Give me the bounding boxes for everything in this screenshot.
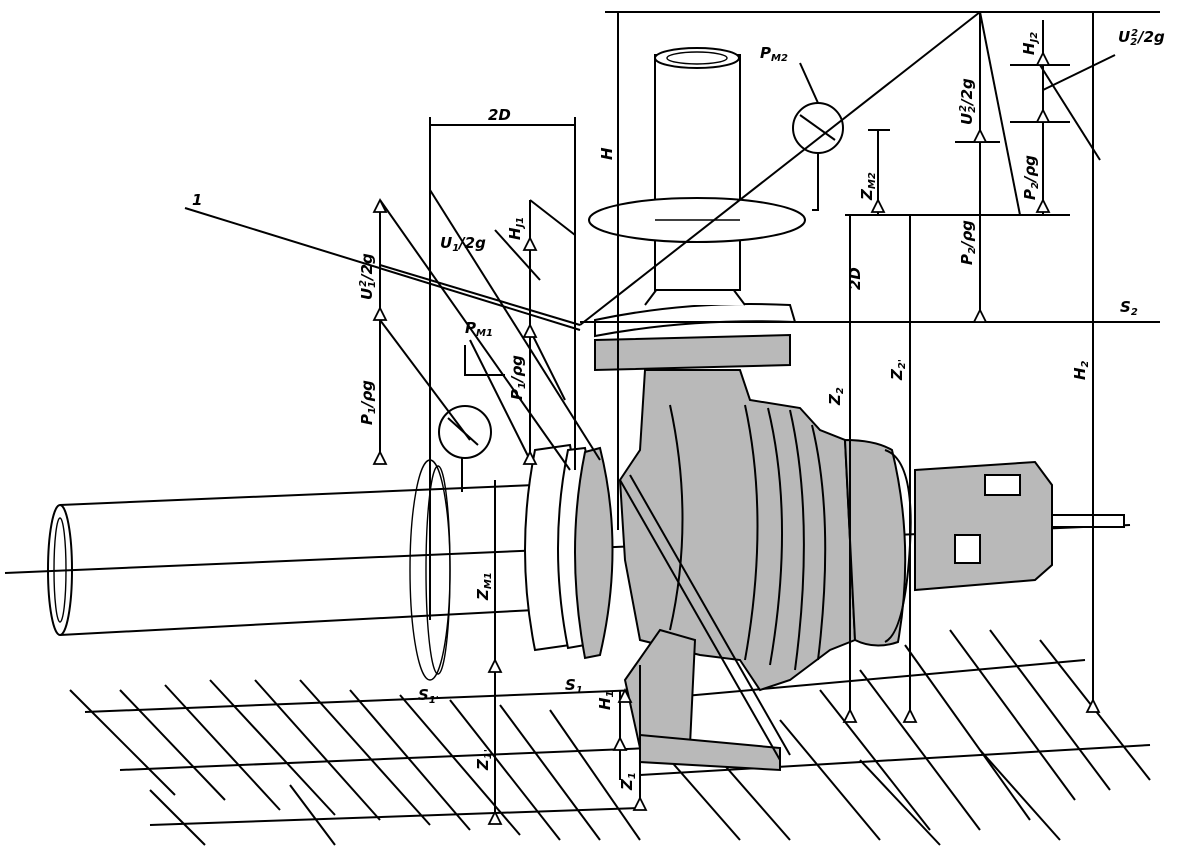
dim-2d-right-label: 2D bbox=[846, 267, 864, 290]
ref-1-label: 1 bbox=[192, 191, 202, 209]
u2-head-sq-label: U22/2g bbox=[958, 78, 978, 125]
h-j2-label: HJ2 bbox=[1020, 32, 1040, 55]
h-total-label: H bbox=[598, 147, 616, 160]
z-2-label: Z2 bbox=[826, 387, 846, 406]
floor-hatching bbox=[69, 629, 1151, 846]
pump-casing bbox=[618, 369, 912, 772]
p-m2-label: PM2 bbox=[760, 44, 788, 64]
motor bbox=[914, 460, 1125, 592]
p1-rho-g-mid-label: P1/ρg bbox=[508, 355, 528, 400]
s-2-label: S2 bbox=[1120, 298, 1138, 318]
p2-rho-g-lower-label: P2/ρg bbox=[958, 220, 978, 265]
z-1-label: Z1 bbox=[618, 772, 638, 791]
labels: 1 2D H 2D PM2 PM1 ZM2 ZM1 Z2 Z2' Z1 Z1' … bbox=[192, 28, 1165, 791]
u1-head-label: U1/2g bbox=[440, 234, 486, 254]
p2-rho-g-upper-label: P2/ρg bbox=[1021, 155, 1041, 200]
z-1-prime-label: Z1' bbox=[474, 749, 494, 771]
level-markers bbox=[372, 50, 1101, 825]
p1-rho-g-left-label: P1/ρg bbox=[358, 380, 378, 425]
z-m1-label: ZM1 bbox=[474, 572, 494, 601]
u2-head-outer-label: U22/2g bbox=[1118, 28, 1165, 48]
pressure-gauge-m1 bbox=[438, 345, 505, 492]
h-j1-label: HJ1 bbox=[506, 217, 526, 240]
dim-2d-top-label: 2D bbox=[488, 106, 511, 124]
u1-head-sq-label: U12/2g bbox=[358, 253, 378, 300]
pressure-gauge-m2 bbox=[792, 62, 844, 211]
inlet-flanges bbox=[524, 443, 614, 660]
z-2-prime-label: Z2' bbox=[888, 359, 908, 381]
outlet-pipe bbox=[588, 47, 806, 372]
s-1-prime-label: S1' bbox=[418, 686, 439, 706]
h-2-label: H2 bbox=[1071, 360, 1091, 380]
h-1-label: H1 bbox=[596, 690, 616, 710]
p-m1-label: PM1 bbox=[465, 319, 493, 339]
s-1-label: S1 bbox=[565, 676, 583, 696]
z-m2-label: ZM2 bbox=[858, 172, 878, 201]
